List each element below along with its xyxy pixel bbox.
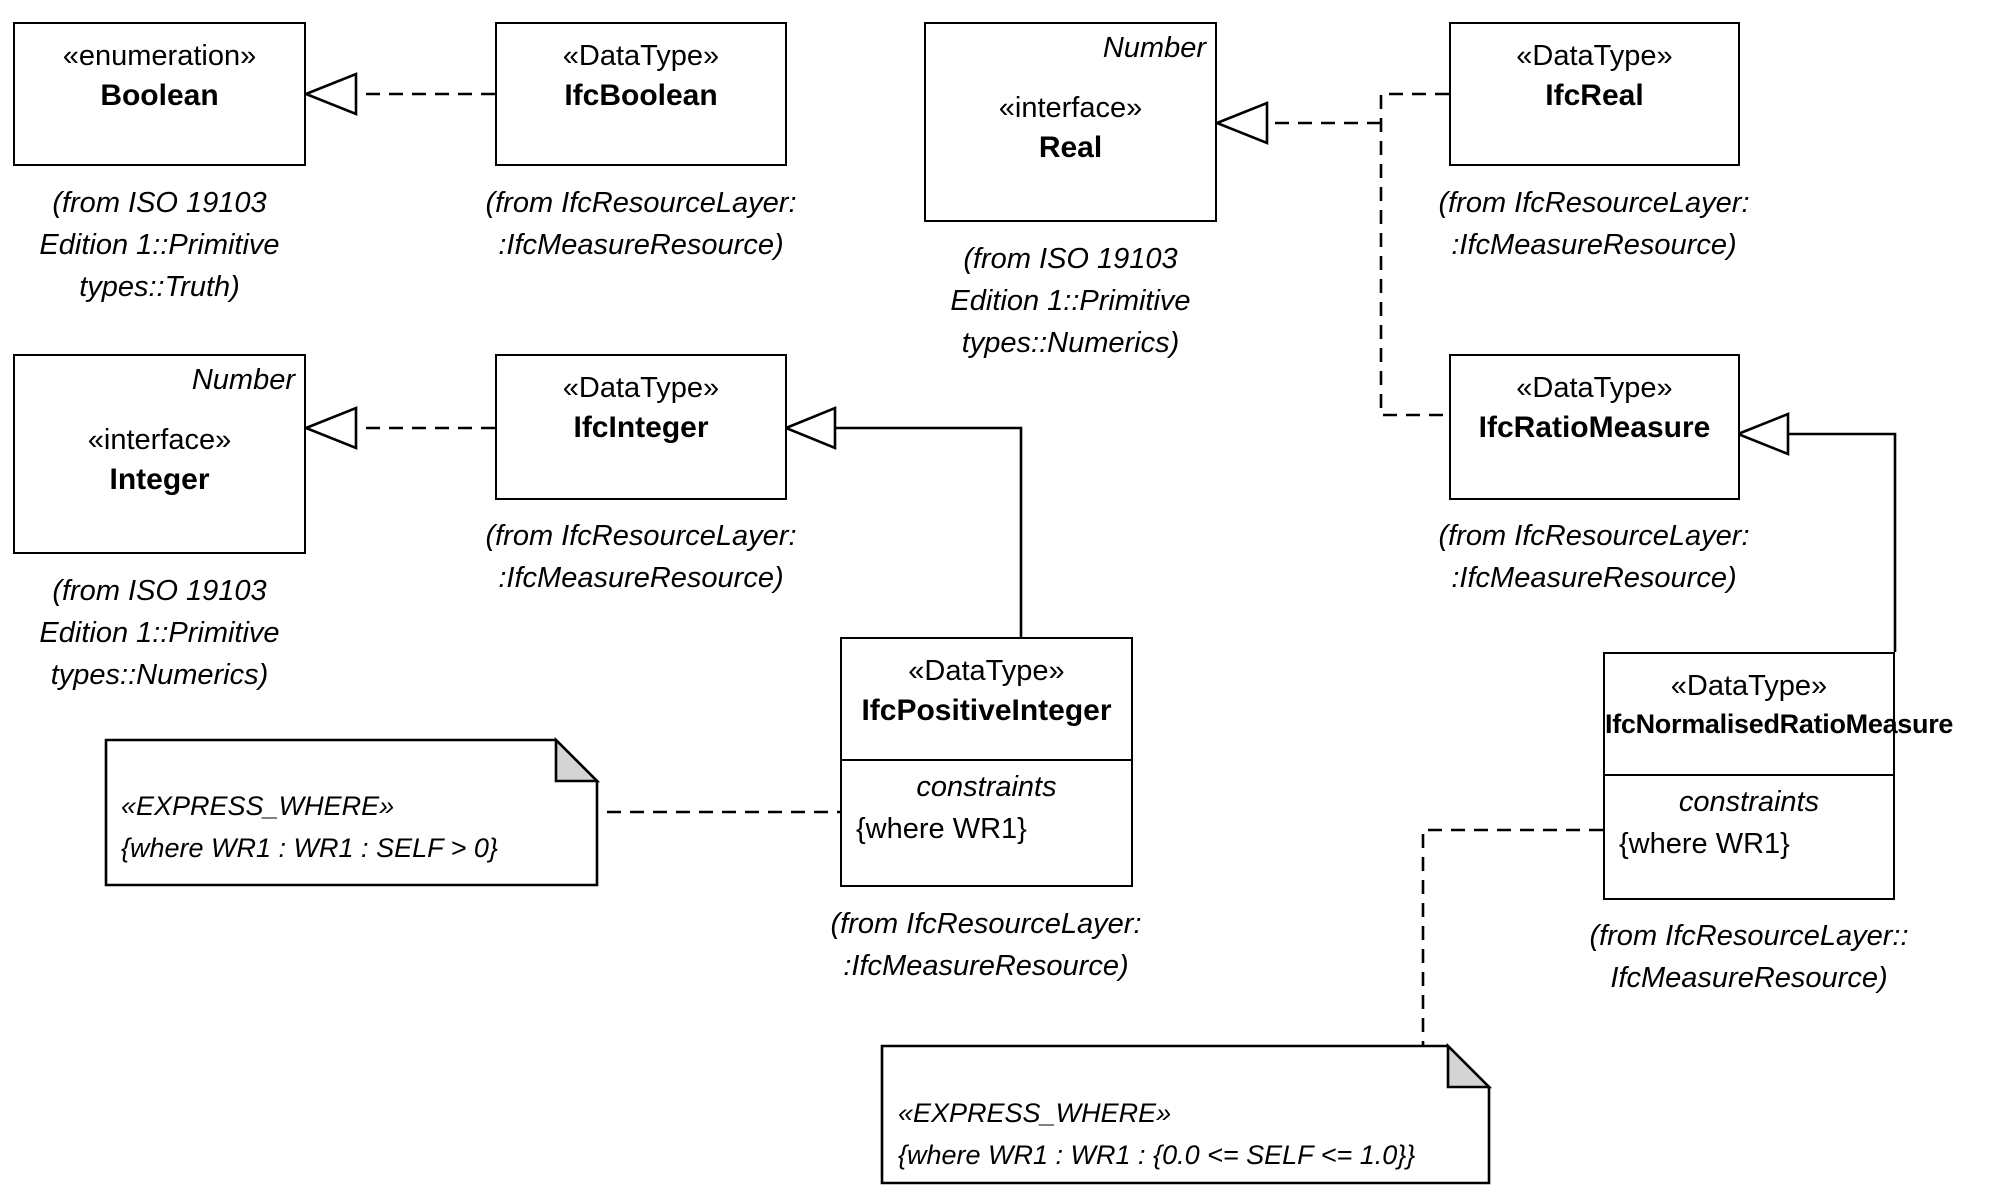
class-name: Integer [109, 463, 210, 496]
stereotype-label: «DataType» [908, 655, 1065, 687]
package-source: (from IfcResourceLayer: :IfcMeasureResou… [830, 908, 1142, 982]
constraint-item: {where WR1} [1619, 828, 1790, 860]
hollow-arrowhead [302, 72, 358, 116]
package-source: (from IfcResourceLayer: :IfcMeasureResou… [1438, 520, 1750, 594]
class-ifcinteger[interactable]: «DataType» IfcInteger [495, 354, 787, 500]
stereotype-label: «enumeration» [62, 40, 257, 72]
package-source: (from IfcResourceLayer: :IfcMeasureResou… [1438, 187, 1750, 261]
stereotype-label: «DataType» [1670, 670, 1828, 702]
constraints-heading: constraints [1678, 786, 1820, 818]
class-ifcratiomeasure[interactable]: «DataType» IfcRatioMeasure [1449, 354, 1740, 500]
stereotype-label: «interface» [998, 92, 1143, 124]
generalization-ifcpositiveinteger-ifcinteger [835, 426, 1023, 637]
class-name: Real [1038, 131, 1103, 164]
note-fold [554, 736, 601, 783]
package-source: (from ISO 19103 Edition 1::Primitive typ… [39, 575, 280, 691]
package-source: (from IfcResourceLayer: :IfcMeasureResou… [485, 187, 797, 261]
note-anchor-normalised-ratio [1421, 828, 1603, 1046]
stereotype-label: «interface» [87, 424, 232, 456]
constraints-heading: constraints [916, 771, 1057, 803]
class-ifcnormalisedratiomeasure[interactable]: «DataType» IfcNormalisedRatioMeasure con… [1603, 652, 1954, 900]
note-body: {where WR1 : WR1 : {0.0 <= SELF <= 1.0}} [898, 1140, 1416, 1170]
note-shape-normalised-ratio [880, 1044, 1491, 1185]
note-positive-integer-rule[interactable]: «EXPRESS_WHERE» {where WR1 : WR1 : SELF … [121, 785, 498, 869]
note-body: {where WR1 : WR1 : SELF > 0} [121, 833, 498, 863]
class-boolean[interactable]: «enumeration» Boolean [13, 22, 306, 166]
realization-ifcreal-real [1379, 92, 1449, 417]
compartment-divider [842, 759, 1131, 761]
note-shape-positive-integer [104, 738, 599, 887]
package-source: (from IfcResourceLayer: :IfcMeasureResou… [485, 520, 797, 594]
stereotype-label: «DataType» [1516, 372, 1673, 404]
stereotype-label: «DataType» [1516, 40, 1673, 72]
note-normalised-ratio-rule[interactable]: «EXPRESS_WHERE» {where WR1 : WR1 : {0.0 … [898, 1092, 1415, 1176]
class-name: IfcReal [1545, 79, 1644, 112]
compartment-divider [1605, 774, 1893, 776]
class-name: Boolean [100, 79, 219, 112]
class-name: IfcPositiveInteger [861, 694, 1112, 727]
class-name: IfcNormalisedRatioMeasure [1605, 709, 1954, 739]
constraint-item: {where WR1} [856, 813, 1027, 845]
package-source: (from IfcResourceLayer:: IfcMeasureResou… [1589, 920, 1909, 994]
hollow-arrowhead [1213, 101, 1269, 145]
class-real[interactable]: Number «interface» Real [924, 22, 1217, 222]
generalization-ifcnormalisedratiomeasure-ifcratiomeasure [1788, 432, 1897, 652]
corner-label: Number [1102, 32, 1206, 64]
class-ifcpositiveinteger[interactable]: «DataType» IfcPositiveInteger constraint… [840, 637, 1133, 887]
stereotype-label: «DataType» [562, 372, 720, 404]
class-name: IfcBoolean [564, 79, 718, 112]
note-stereotype: «EXPRESS_WHERE» [898, 1098, 1172, 1128]
hollow-arrowhead [302, 406, 358, 450]
note-fold [1446, 1042, 1493, 1089]
class-name: IfcRatioMeasure [1478, 411, 1711, 444]
package-source: (from ISO 19103 Edition 1::Primitive typ… [950, 243, 1191, 359]
class-ifcboolean[interactable]: «DataType» IfcBoolean [495, 22, 787, 166]
class-name: IfcInteger [573, 411, 709, 444]
stereotype-label: «DataType» [562, 40, 720, 72]
class-ifcreal[interactable]: «DataType» IfcReal [1449, 22, 1740, 166]
note-stereotype: «EXPRESS_WHERE» [121, 791, 395, 821]
corner-label: Number [191, 364, 295, 396]
hollow-arrowhead [782, 406, 837, 450]
class-integer[interactable]: Number «interface» Integer [13, 354, 306, 554]
package-source: (from ISO 19103 Edition 1::Primitive typ… [39, 187, 280, 303]
hollow-arrowhead [1734, 412, 1790, 456]
